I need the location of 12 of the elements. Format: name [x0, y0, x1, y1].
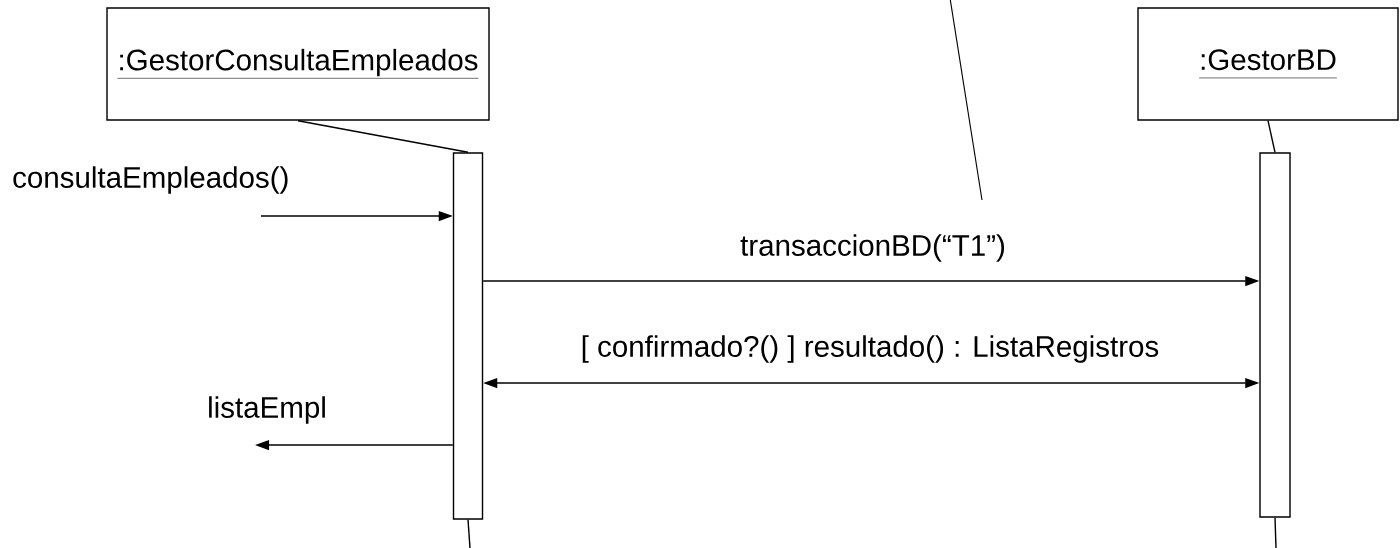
activation-bar [452, 152, 484, 520]
object-box: :GestorBD [1137, 7, 1399, 121]
lifeline [1267, 120, 1276, 153]
message-label: [ confirmado?() ] resultado() : ListaRegistros [582, 335, 1159, 363]
lifeline [467, 519, 471, 548]
lifeline [1274, 517, 1277, 548]
message-label: listaEmpl [209, 396, 325, 424]
message-label: consultaEmpleados() [13, 166, 288, 194]
object-box: :GestorConsultaEmpleados [106, 7, 490, 121]
message-label: transaccionBD(“T1”) [740, 234, 1005, 262]
lifeline [297, 120, 469, 153]
activation-bar [1259, 152, 1291, 518]
